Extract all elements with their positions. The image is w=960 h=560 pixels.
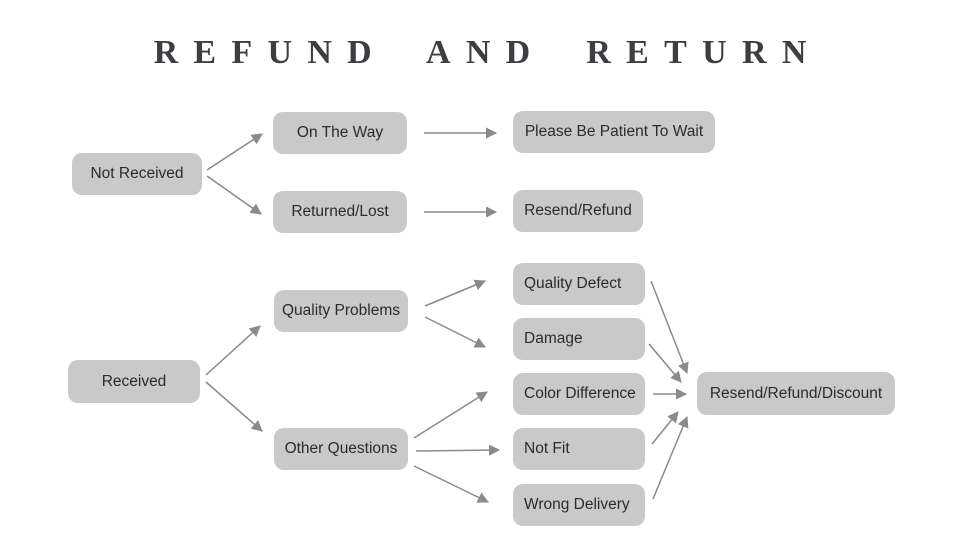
- flow-node-label: Not Received: [90, 165, 184, 183]
- flow-node-damage: Damage: [513, 318, 645, 360]
- arrow-not-received-to-returned-lost: [206, 175, 262, 215]
- flow-node-label: Resend/Refund/Discount: [709, 384, 883, 402]
- flow-node-label: Resend/Refund: [524, 202, 632, 220]
- flow-node-label: Not Fit: [524, 440, 570, 458]
- arrow-received-to-quality-problems: [205, 325, 261, 376]
- arrow-quality-problems-to-damage: [424, 316, 487, 348]
- flow-node-label: Please Be Patient To Wait: [524, 123, 704, 141]
- arrow-other-questions-to-not-fit: [415, 444, 501, 456]
- arrow-quality-problems-to-quality-defect: [424, 279, 487, 307]
- flow-node-label: On The Way: [296, 124, 384, 142]
- flow-node-resend-refund-discount: Resend/Refund/Discount: [697, 372, 895, 415]
- flow-node-please-be-patient-to-wait: Please Be Patient To Wait: [513, 111, 715, 153]
- flow-node-other-questions: Other Questions: [274, 428, 408, 470]
- flow-node-quality-defect: Quality Defect: [513, 263, 645, 305]
- flow-node-label: Returned/Lost: [291, 203, 389, 221]
- flow-node-resend-refund: Resend/Refund: [513, 190, 643, 232]
- flow-node-label: Quality Problems: [281, 302, 400, 320]
- flow-node-color-difference: Color Difference: [513, 373, 645, 415]
- arrow-not-received-to-on-the-way: [206, 133, 263, 171]
- flow-node-label: Received: [101, 372, 167, 390]
- arrow-not-fit-to-resend-refund-discount: [651, 411, 679, 445]
- arrow-received-to-other-questions: [205, 381, 263, 432]
- arrow-other-questions-to-wrong-delivery: [413, 465, 490, 503]
- flow-node-not-fit: Not Fit: [513, 428, 645, 470]
- flow-node-label: Quality Defect: [524, 275, 622, 293]
- arrow-damage-to-resend-refund-discount: [648, 343, 682, 383]
- flow-node-label: Wrong Delivery: [524, 496, 630, 514]
- flow-node-received: Received: [68, 360, 200, 403]
- page-title: REFUND AND RETURN: [153, 34, 822, 71]
- flow-node-label: Color Difference: [524, 385, 636, 403]
- flow-node-returned-lost: Returned/Lost: [273, 191, 407, 233]
- flow-node-label: Damage: [524, 330, 583, 348]
- flow-node-quality-problems: Quality Problems: [274, 290, 408, 332]
- flow-node-label: Other Questions: [284, 440, 398, 458]
- arrow-quality-defect-to-resend-refund-discount: [650, 280, 689, 375]
- flow-node-not-received: Not Received: [72, 153, 202, 195]
- arrow-wrong-delivery-to-resend-refund-discount: [652, 415, 689, 500]
- arrow-other-questions-to-color-difference: [413, 391, 488, 439]
- flow-node-on-the-way: On The Way: [273, 112, 407, 154]
- flow-node-wrong-delivery: Wrong Delivery: [513, 484, 645, 526]
